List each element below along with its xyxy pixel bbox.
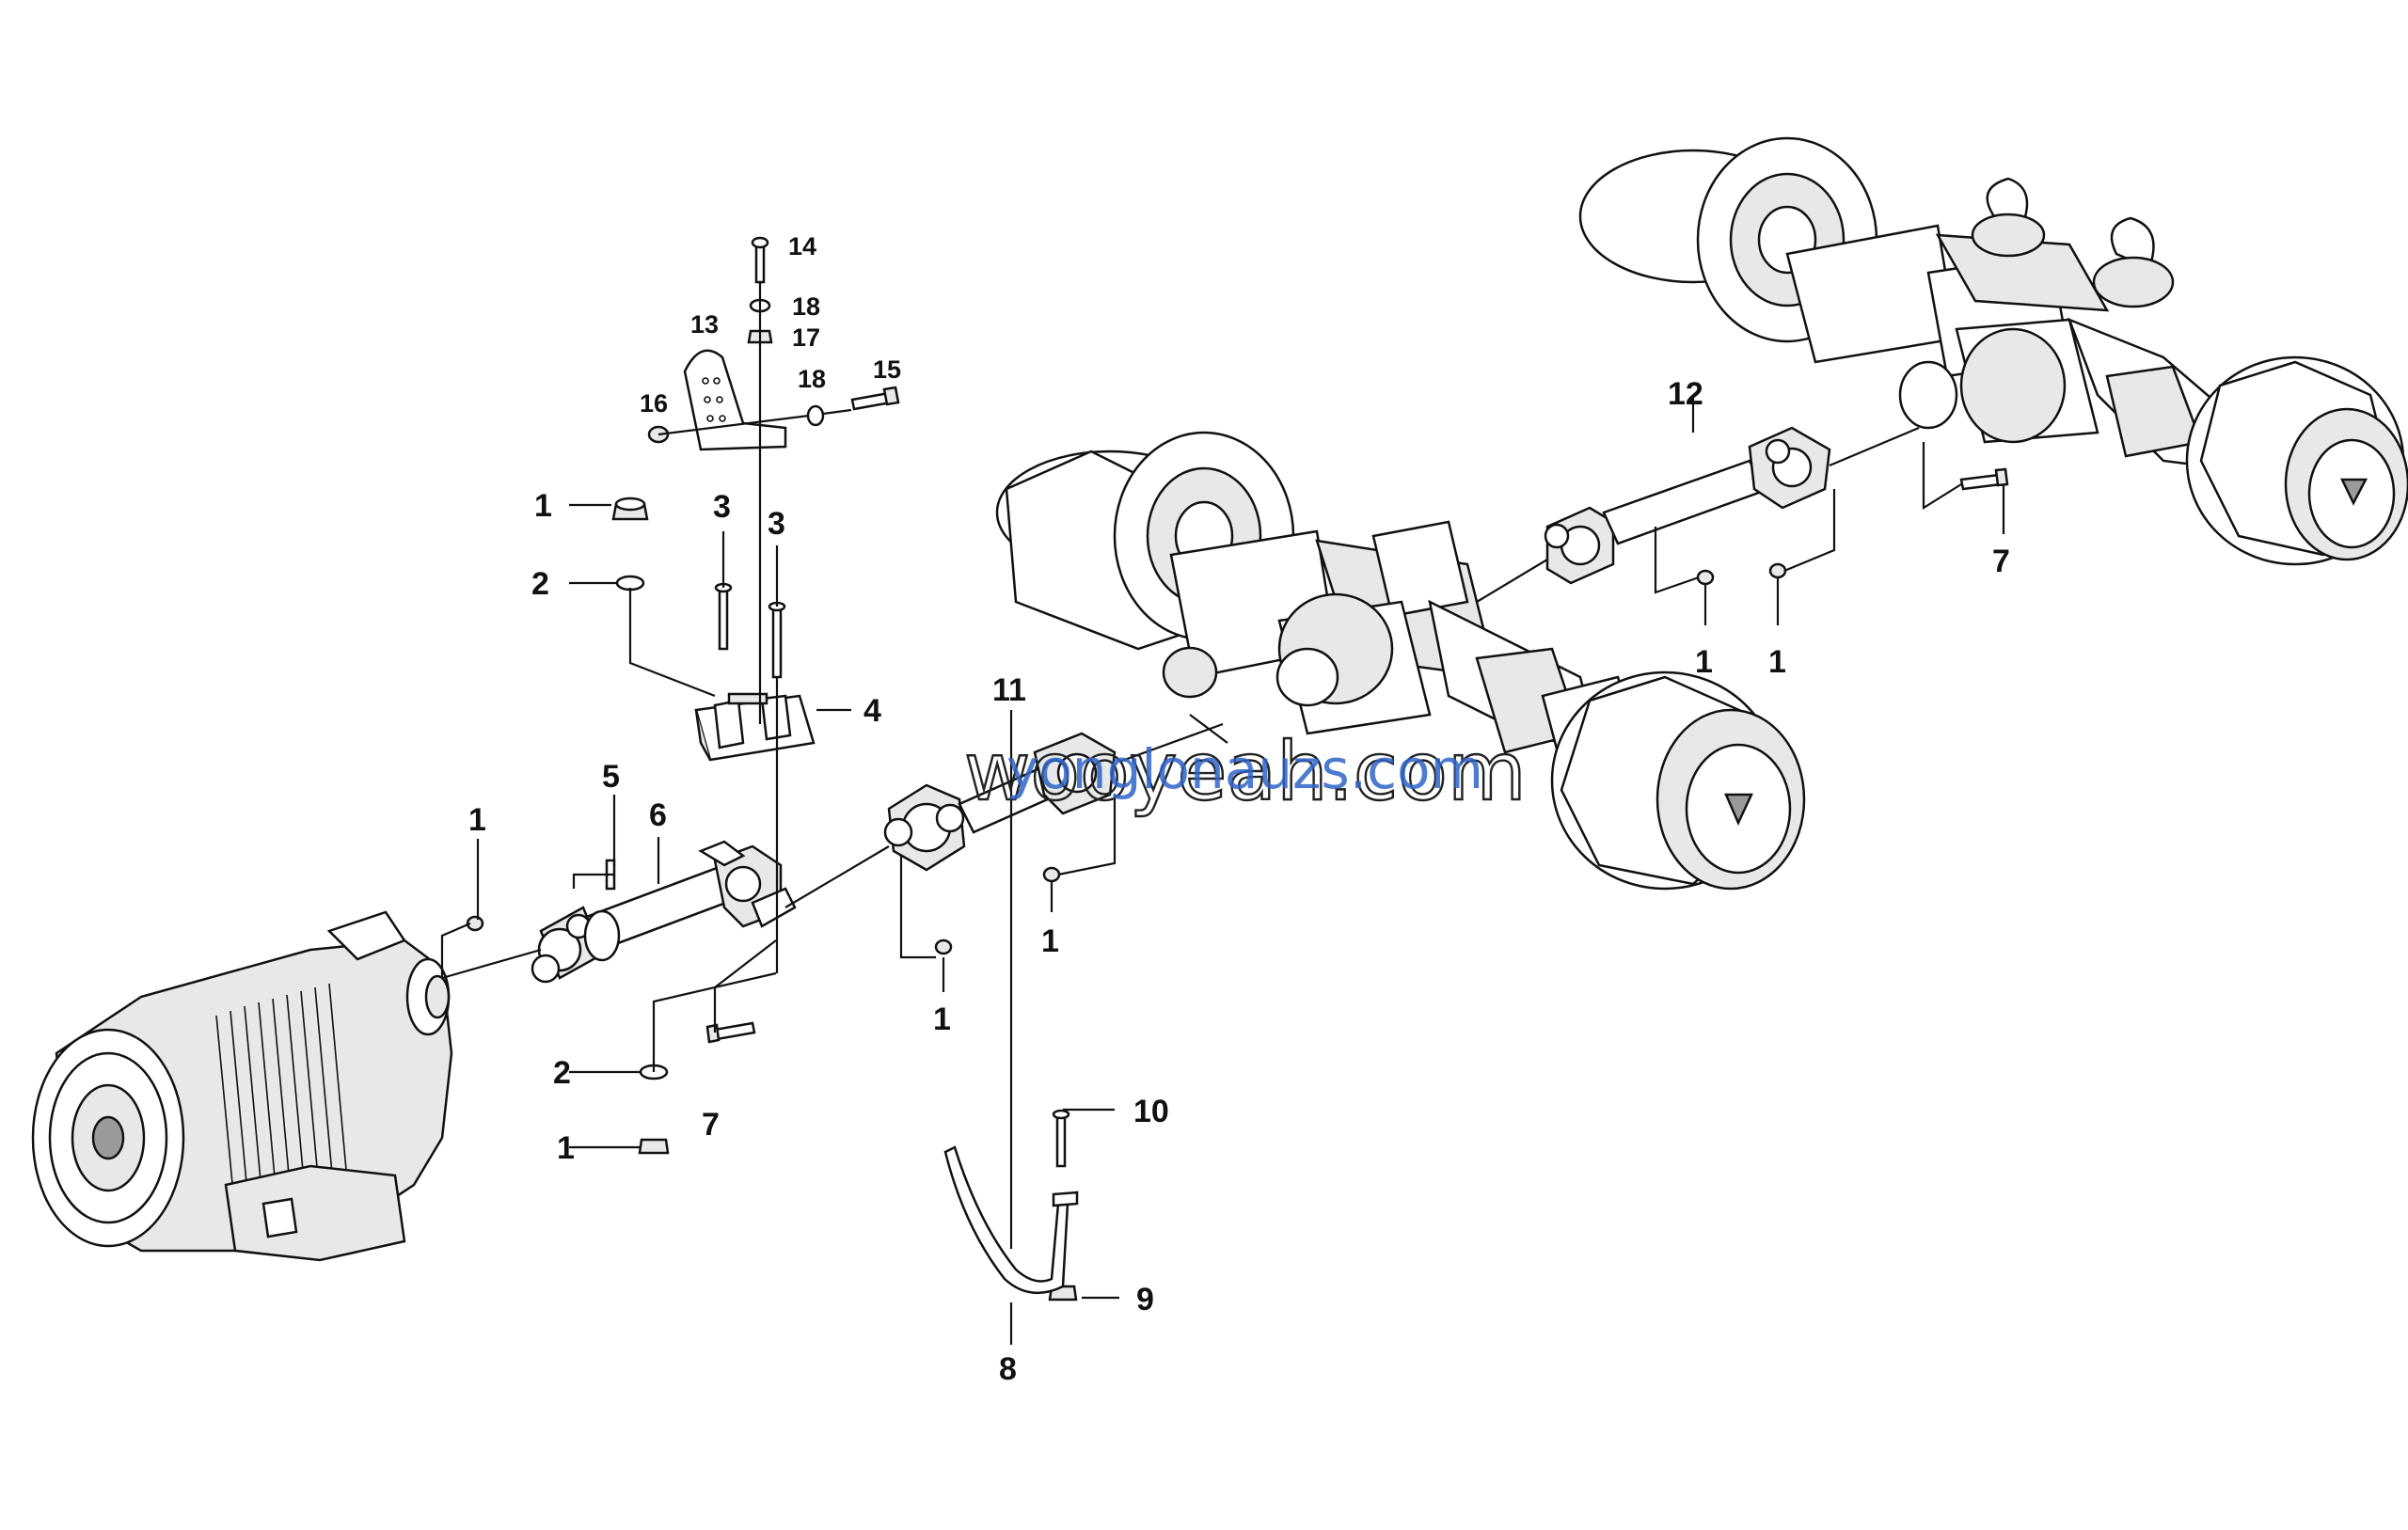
callout-7-lower: 7 — [702, 1107, 720, 1143]
callout-7-upper: 7 — [1992, 544, 2010, 579]
leader-lines — [440, 282, 2005, 1345]
callout-2-lower: 2 — [553, 1055, 571, 1091]
callout-17: 17 — [792, 323, 820, 352]
rear-drive-axle — [1578, 136, 2408, 566]
callout-1-rear-b: 1 — [1768, 644, 1786, 680]
callout-13: 13 — [690, 310, 719, 339]
callout-3-left: 3 — [713, 489, 731, 525]
fasteners — [466, 236, 2009, 1301]
callout-2-top: 2 — [531, 566, 549, 602]
callout-6: 6 — [649, 797, 667, 833]
callout-5: 5 — [602, 759, 620, 795]
front-drive-axle — [995, 431, 1806, 891]
callout-1-lower: 1 — [557, 1130, 575, 1166]
callout-8: 8 — [999, 1351, 1017, 1387]
callout-18-top: 18 — [792, 292, 820, 321]
callout-16: 16 — [640, 389, 668, 418]
watermark-overlay-text: yonglonauzs.com — [1006, 737, 1483, 801]
intermediate-propeller-shaft — [883, 732, 1117, 872]
callout-1-rear-a: 1 — [1695, 644, 1713, 680]
callout-1-mid: 1 — [933, 1002, 951, 1037]
callout-10: 10 — [1133, 1094, 1169, 1129]
callout-11: 11 — [992, 672, 1026, 708]
callout-4: 4 — [863, 693, 881, 729]
watermark-text: wooyeah.com — [964, 725, 1527, 819]
watermark: wooyeah.com yonglonauzs.com — [963, 724, 1528, 820]
callout-1-top: 1 — [534, 488, 552, 524]
callout-12: 12 — [1668, 376, 1703, 412]
transmission-unit — [31, 910, 453, 1262]
hanger-bracket — [683, 349, 787, 451]
callout-1-left: 1 — [468, 802, 486, 838]
callout-1-mid2: 1 — [1041, 923, 1059, 959]
callout-14: 14 — [788, 232, 816, 260]
rear-propeller-shaft — [1544, 426, 1831, 585]
center-bearing-bracket — [694, 692, 816, 762]
callout-labels: 14 18 17 13 18 15 16 1 2 3 3 4 5 6 1 11 … — [468, 232, 2010, 1387]
callout-15: 15 — [873, 355, 901, 384]
callout-9: 9 — [1136, 1282, 1154, 1317]
front-propeller-shaft — [531, 840, 797, 984]
callout-3-right: 3 — [768, 506, 785, 542]
callout-18-side: 18 — [798, 365, 826, 393]
safety-strap — [943, 1145, 1079, 1295]
